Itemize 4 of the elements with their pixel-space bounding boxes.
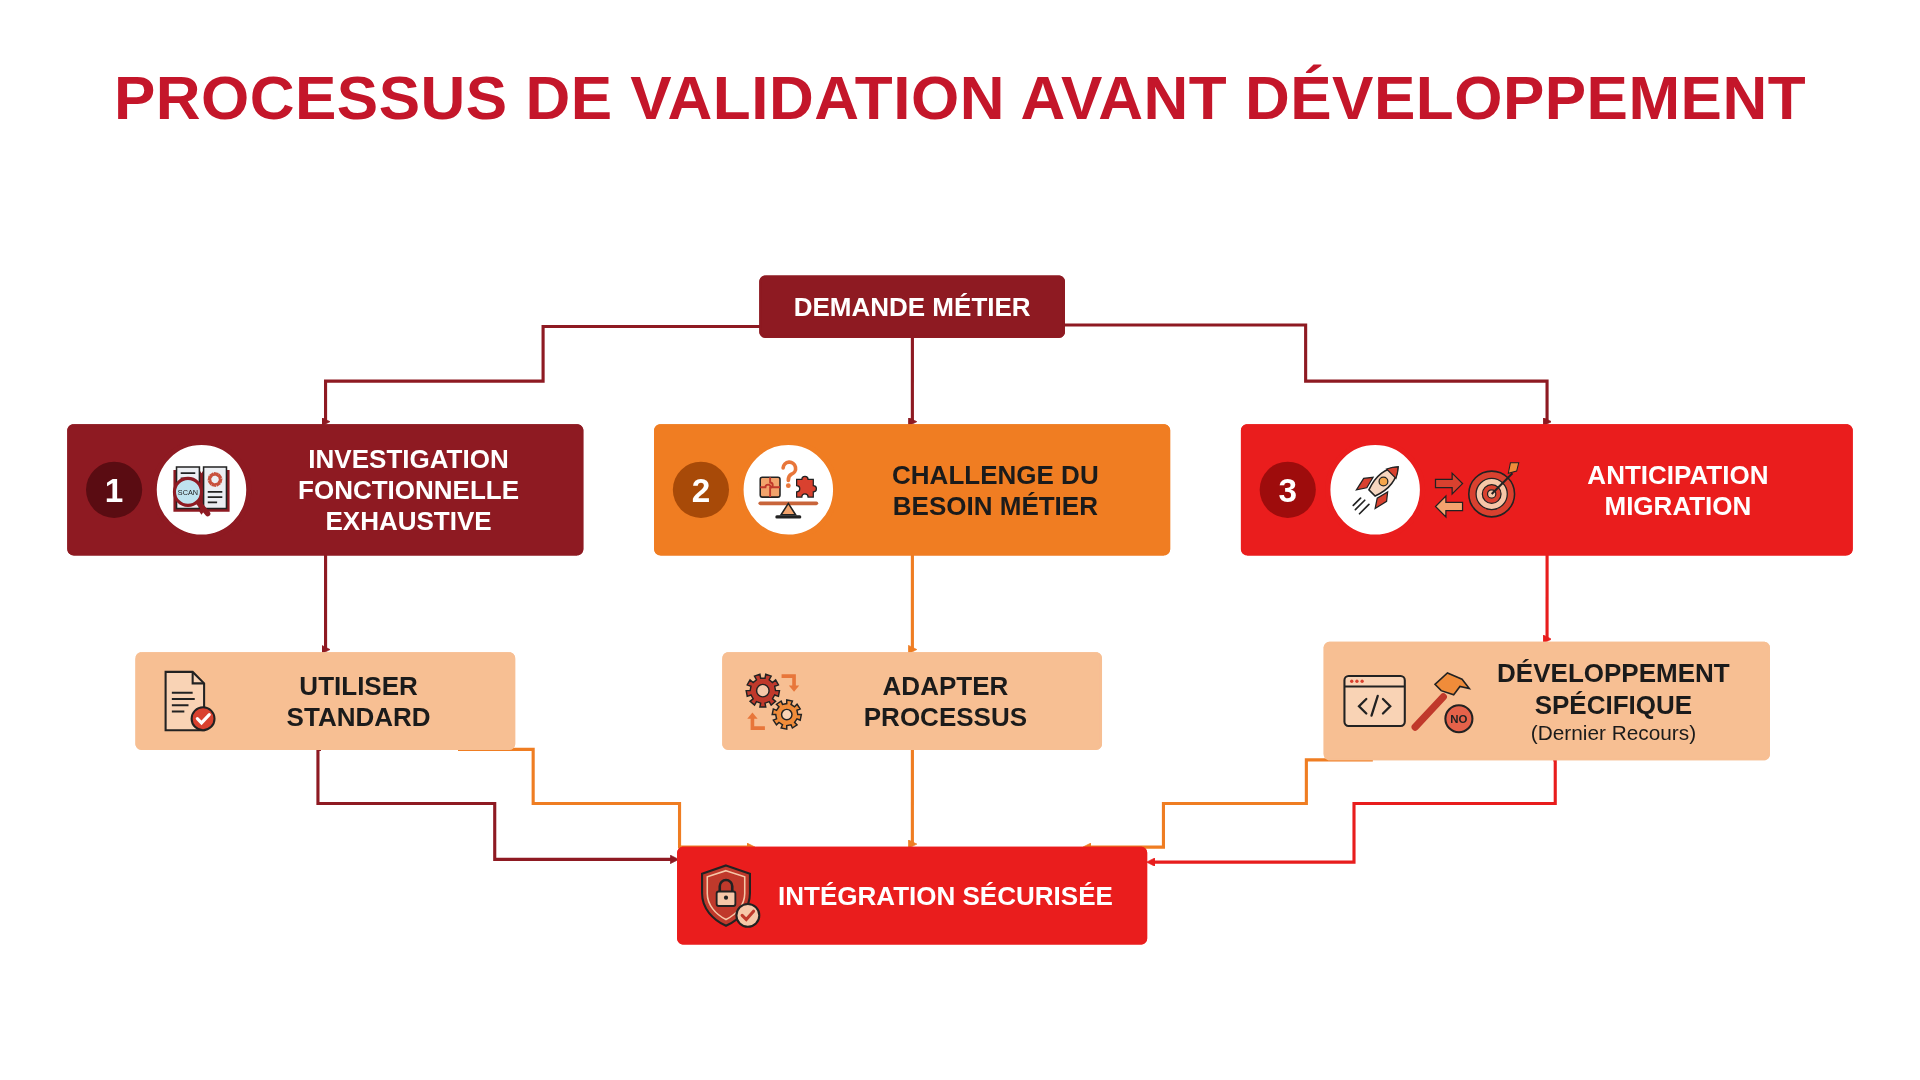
step-number-badge: 1 [84,460,144,519]
step-number-badge: 3 [1258,460,1317,519]
title: PROCESSUS DE VALIDATION AVANT DÉVELOPPEMENT [112,62,1808,133]
step-number-badge: 2 [671,460,731,519]
